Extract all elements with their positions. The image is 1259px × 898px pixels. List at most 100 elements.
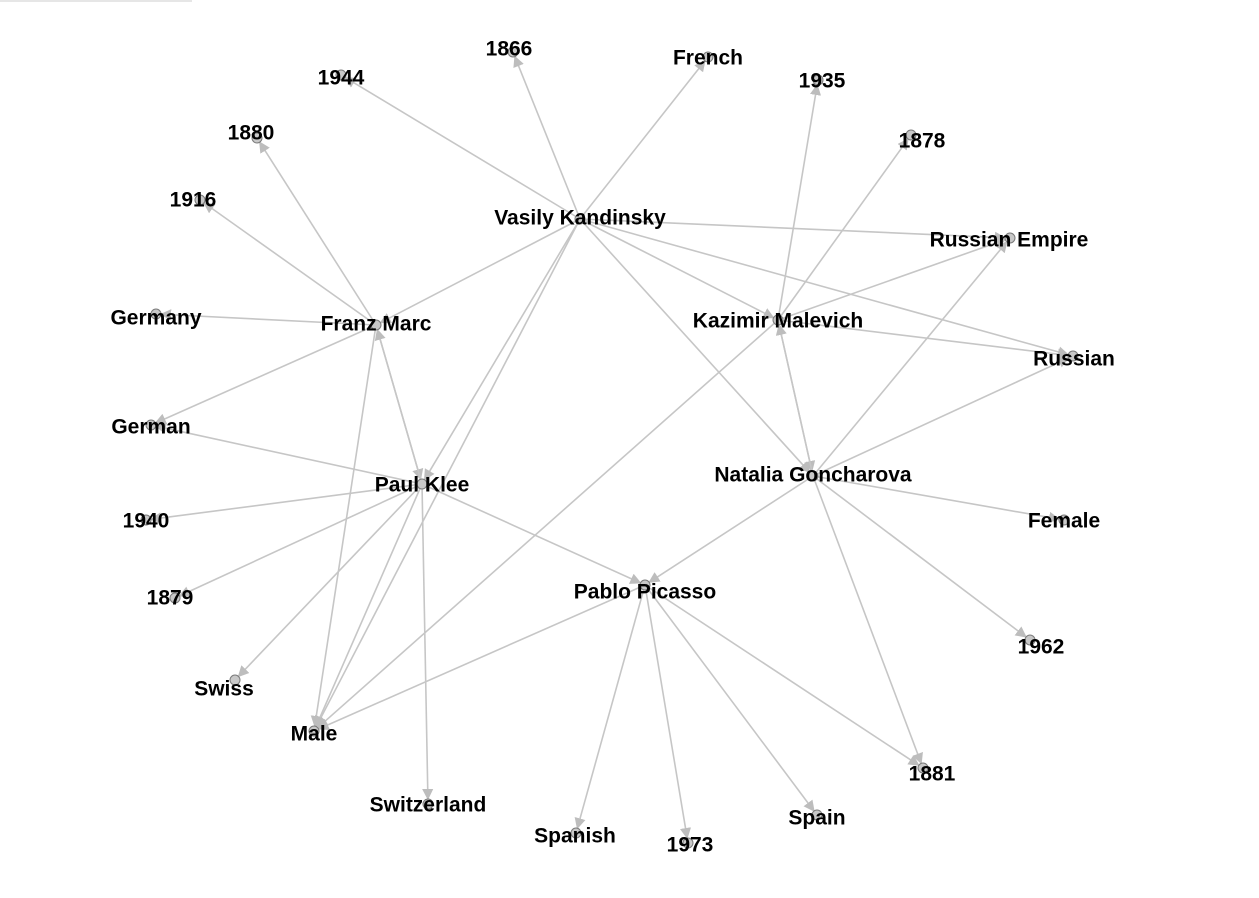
edge-pablo-picasso-to-1881 <box>644 584 920 766</box>
node-label-paul-klee: Paul Klee <box>375 474 470 497</box>
node-germany[interactable] <box>150 308 162 320</box>
node-male[interactable] <box>308 725 320 737</box>
node-label-russian-empire: Russian Empire <box>930 229 1089 252</box>
node-1935[interactable] <box>812 74 824 86</box>
node-label-1866: 1866 <box>486 38 533 61</box>
edge-paul-klee-to-pablo-picasso <box>421 483 642 584</box>
node-1940[interactable] <box>140 514 152 526</box>
edge-paul-klee-to-1879 <box>178 483 423 597</box>
edge-natalia-goncharova-to-russian <box>812 357 1070 477</box>
edge-vasily-kandinsky-to-1944 <box>344 76 581 220</box>
node-paul-klee[interactable] <box>416 478 428 490</box>
node-1879[interactable] <box>169 592 181 604</box>
edge-paul-klee-to-switzerland <box>421 483 434 801</box>
node-label-1944: 1944 <box>318 67 365 90</box>
node-label-female: Female <box>1028 510 1100 533</box>
edge-vasily-kandinsky-to-paul-klee <box>423 218 581 481</box>
edge-pablo-picasso-to-1973 <box>644 584 692 840</box>
node-russian[interactable] <box>1067 350 1079 362</box>
edge-franz-marc-to-1916 <box>203 202 377 326</box>
node-1880[interactable] <box>251 132 263 144</box>
edge-kazimir-malevich-to-1878 <box>777 138 909 321</box>
edge-pablo-picasso-to-spain <box>644 584 815 812</box>
node-label-male: Male <box>291 723 338 746</box>
nodes-layer <box>140 46 1079 849</box>
node-label-franz-marc: Franz Marc <box>321 313 432 336</box>
node-kazimir-malevich[interactable] <box>772 314 784 326</box>
edge-vasily-kandinsky-to-french <box>579 60 706 220</box>
node-german[interactable] <box>145 419 157 431</box>
top-divider <box>0 0 192 2</box>
node-spanish[interactable] <box>570 827 582 839</box>
edge-franz-marc-to-germany <box>159 309 377 326</box>
node-label-kazimir-malevich: Kazimir Malevich <box>693 310 863 333</box>
node-label-germany: Germany <box>110 307 201 330</box>
node-french[interactable] <box>702 51 714 63</box>
node-label-vasily-kandinsky: Vasily Kandinsky <box>494 207 666 230</box>
edge-paul-klee-to-franz-marc <box>374 328 423 485</box>
node-swiss[interactable] <box>229 674 241 686</box>
edge-vasily-kandinsky-to-male <box>315 218 581 728</box>
node-switzerland[interactable] <box>422 798 434 810</box>
edge-kazimir-malevich-to-male <box>316 319 779 729</box>
node-label-1878: 1878 <box>899 130 946 153</box>
edge-natalia-goncharova-to-russian-empire <box>812 240 1008 477</box>
node-vasily-kandinsky[interactable] <box>574 213 586 225</box>
node-1881[interactable] <box>917 762 929 774</box>
edge-franz-marc-to-1880 <box>259 141 377 326</box>
node-pablo-picasso[interactable] <box>639 579 651 591</box>
node-1962[interactable] <box>1024 634 1036 646</box>
node-1944[interactable] <box>335 69 347 81</box>
edge-kazimir-malevich-to-russian <box>777 319 1070 360</box>
node-label-spain: Spain <box>788 807 845 830</box>
edge-vasily-kandinsky-to-russian <box>579 218 1070 358</box>
node-natalia-goncharova[interactable] <box>807 470 819 482</box>
edge-natalia-goncharova-to-1881 <box>812 475 923 765</box>
node-label-1940: 1940 <box>123 510 170 533</box>
node-label-1935: 1935 <box>799 70 846 93</box>
node-label-spanish: Spanish <box>534 825 616 848</box>
edges-layer <box>149 55 1070 840</box>
node-label-german: German <box>111 416 190 439</box>
node-1866[interactable] <box>507 46 519 58</box>
node-label-pablo-picasso: Pablo Picasso <box>574 581 716 604</box>
edge-paul-klee-to-male <box>314 483 423 728</box>
edge-franz-marc-to-male <box>310 324 377 728</box>
edge-vasily-kandinsky-to-kazimir-malevich <box>579 218 775 319</box>
node-label-russian: Russian <box>1033 348 1115 371</box>
edge-natalia-goncharova-to-pablo-picasso <box>648 475 814 583</box>
node-label-1880: 1880 <box>228 122 275 145</box>
node-label-1881: 1881 <box>909 763 956 786</box>
edge-vasily-kandinsky-to-franz-marc <box>379 218 581 324</box>
edge-pablo-picasso-to-male <box>317 584 646 731</box>
edge-pablo-picasso-to-spanish <box>574 584 646 830</box>
node-label-1879: 1879 <box>147 587 194 610</box>
node-label-1962: 1962 <box>1018 636 1065 659</box>
node-label-french: French <box>673 47 743 70</box>
node-spain[interactable] <box>811 809 823 821</box>
edge-paul-klee-to-swiss <box>237 483 423 678</box>
edge-paul-klee-to-german <box>154 422 423 485</box>
node-1878[interactable] <box>905 129 917 141</box>
edge-natalia-goncharova-to-kazimir-malevich <box>775 323 814 477</box>
node-label-switzerland: Switzerland <box>370 794 487 817</box>
node-franz-marc[interactable] <box>370 319 382 331</box>
edge-natalia-goncharova-to-female <box>812 475 1061 523</box>
node-label-1973: 1973 <box>667 834 714 857</box>
edge-kazimir-malevich-to-russian-empire <box>777 237 1007 321</box>
edge-franz-marc-to-german <box>154 324 377 424</box>
edge-vasily-kandinsky-to-natalia-goncharova <box>579 218 811 474</box>
node-label-swiss: Swiss <box>194 678 254 701</box>
node-1916[interactable] <box>194 194 206 206</box>
edge-natalia-goncharova-to-1962 <box>812 475 1027 638</box>
node-female[interactable] <box>1058 514 1070 526</box>
edge-paul-klee-to-1940 <box>149 483 423 524</box>
node-1973[interactable] <box>682 837 694 849</box>
node-russian-empire[interactable] <box>1004 232 1016 244</box>
edge-kazimir-malevich-to-1935 <box>777 83 822 321</box>
node-label-1916: 1916 <box>170 189 217 212</box>
node-label-natalia-goncharova: Natalia Goncharova <box>714 464 912 487</box>
